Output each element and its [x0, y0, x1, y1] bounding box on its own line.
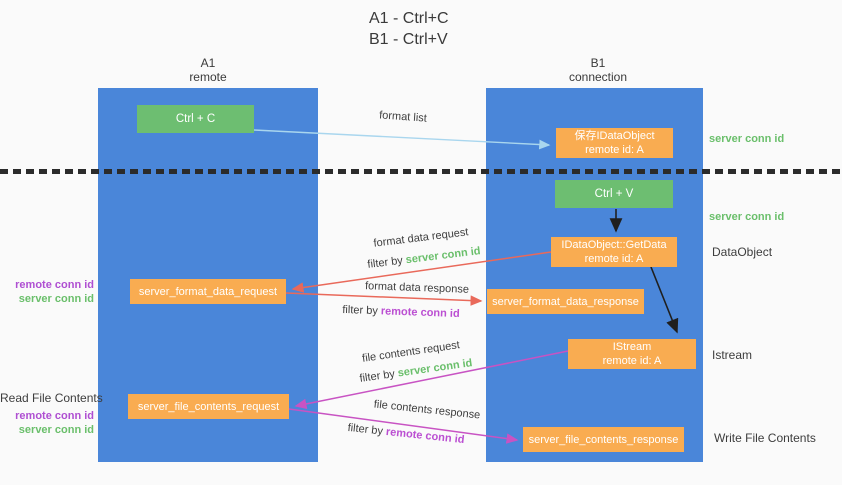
ctrl-c-label: Ctrl + C: [175, 113, 216, 125]
istream-node[interactable]: IStream remote id: A: [568, 339, 696, 369]
server-conn-id-annotation-mid: server conn id: [709, 211, 785, 223]
lifeline-b1-name: B1: [590, 56, 606, 70]
title-line-ctrl-c: A1 - Ctrl+C: [369, 10, 449, 27]
server-file-contents-request-label: server_file_contents_request: [137, 400, 280, 413]
getdata-line1: IDataObject::GetData: [561, 239, 667, 251]
istream-line2: remote id: A: [602, 355, 662, 367]
lifeline-a1-name: A1: [200, 56, 216, 70]
session-divider-dotted-line: [0, 169, 842, 174]
title-line-ctrl-v: B1 - Ctrl+V: [369, 31, 448, 48]
server-format-data-request-label: server_format_data_request: [138, 285, 278, 298]
format-list-arrow: [253, 129, 551, 150]
ctrl-v-label: Ctrl + V: [594, 188, 634, 200]
read-file-contents-annotation: Read File Contents: [0, 391, 103, 405]
filter-by-text: filter by: [342, 303, 382, 318]
server-conn-id-annotation-top: server conn id: [709, 133, 785, 145]
server-file-contents-request-node[interactable]: server_file_contents_request: [128, 394, 289, 419]
save-idataobject-line2: remote id: A: [585, 144, 644, 156]
file-contents-request-arrow: [294, 350, 569, 410]
remote-conn-id-annotation-left-top: remote conn id: [15, 279, 94, 291]
write-file-contents-annotation: Write File Contents: [714, 431, 816, 445]
save-idataobject-node[interactable]: 保存IDataObject remote id: A: [556, 128, 673, 158]
server-format-data-response-node[interactable]: server_format_data_response: [487, 289, 644, 314]
dataobject-annotation: DataObject: [712, 245, 773, 259]
file-contents-response-arrow: [288, 408, 519, 444]
format-data-request-arrow: [291, 251, 552, 293]
idataobject-getdata-node[interactable]: IDataObject::GetData remote id: A: [551, 237, 677, 267]
server-conn-id-annotation-left-bottom: server conn id: [18, 424, 94, 436]
getdata-to-istream-arrow: [650, 266, 679, 334]
lifeline-b1-role: connection: [568, 70, 628, 84]
istream-line1: IStream: [612, 341, 652, 353]
lifeline-header-a1: A1 remote: [148, 56, 268, 84]
lifeline-header-b1: B1 connection: [538, 56, 658, 84]
lifeline-a1-role: remote: [189, 70, 227, 84]
server-file-contents-response-node[interactable]: server_file_contents_response: [523, 427, 684, 452]
server-format-data-response-label: server_format_data_response: [492, 295, 639, 308]
istream-annotation: Istream: [712, 348, 753, 362]
server-conn-id-annotation-left-top: server conn id: [18, 293, 94, 305]
format-data-response-arrow: [285, 292, 483, 306]
server-format-data-request-node[interactable]: server_format_data_request: [130, 279, 286, 304]
remote-conn-id-annotation-left-bottom: remote conn id: [15, 410, 94, 422]
ctrl-v-node[interactable]: Ctrl + V: [555, 180, 673, 208]
save-idataobject-line1: 保存IDataObject: [574, 130, 655, 142]
diagram-title: A1 - Ctrl+C B1 - Ctrl+V: [369, 8, 449, 50]
ctrl-c-node[interactable]: Ctrl + C: [137, 105, 254, 133]
getdata-line2: remote id: A: [584, 253, 644, 265]
server-file-contents-response-label: server_file_contents_response: [528, 433, 679, 446]
